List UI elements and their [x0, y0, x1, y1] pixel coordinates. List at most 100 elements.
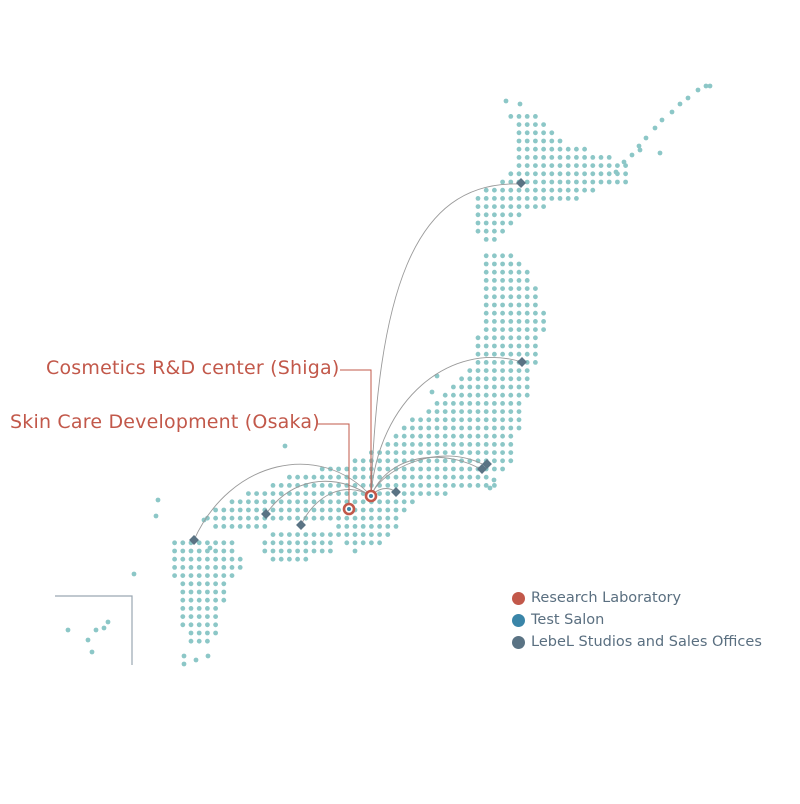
- land-dot: [492, 294, 497, 300]
- land-dot: [492, 204, 497, 210]
- land-dot: [467, 384, 473, 390]
- land-dot: [319, 499, 325, 505]
- land-dot: [229, 540, 235, 546]
- land-dot: [188, 573, 194, 578]
- land-dot: [492, 253, 497, 259]
- land-dot: [442, 450, 448, 455]
- land-dot: [483, 253, 489, 259]
- land-dot: [524, 146, 530, 152]
- land-dot: [500, 368, 505, 373]
- land-dot: [500, 351, 505, 357]
- land-dot: [172, 556, 178, 562]
- land-dot: [303, 556, 309, 562]
- land-dot: [319, 515, 325, 521]
- land-dot: [492, 392, 497, 398]
- land-dot: [500, 278, 505, 283]
- land-dot: [483, 417, 489, 423]
- land-dot: [459, 433, 464, 439]
- land-dot: [442, 458, 448, 464]
- land-dot: [533, 146, 538, 152]
- island-dot: [282, 443, 288, 449]
- land-dot: [303, 532, 309, 537]
- land-dot: [213, 630, 219, 636]
- land-dot: [483, 409, 489, 414]
- land-dot: [401, 450, 407, 455]
- land-dot: [492, 187, 497, 193]
- land-dot: [229, 548, 235, 554]
- land-dot: [533, 122, 538, 127]
- land-dot: [467, 466, 473, 472]
- land-dot: [434, 409, 440, 414]
- land-dot: [483, 483, 489, 488]
- land-dot: [574, 187, 579, 193]
- land-dot: [467, 425, 473, 431]
- land-dot: [205, 540, 210, 546]
- land-dot: [500, 450, 505, 455]
- land-dot: [410, 450, 415, 455]
- land-dot: [475, 417, 481, 423]
- land-dot: [508, 376, 514, 382]
- land-dot: [393, 458, 399, 464]
- land-dot: [303, 474, 309, 480]
- land-dot: [508, 278, 514, 283]
- island-dot: [85, 637, 91, 643]
- land-dot: [360, 474, 366, 480]
- land-dot: [336, 532, 341, 537]
- land-dot: [311, 499, 317, 505]
- land-dot: [524, 343, 530, 349]
- connection-arc: [193, 463, 372, 541]
- land-dot: [352, 466, 358, 472]
- land-dot: [508, 187, 514, 193]
- island-dot: [669, 109, 675, 115]
- legend-label-research: Research Laboratory: [531, 590, 682, 606]
- land-dot: [524, 114, 530, 119]
- land-dot: [500, 466, 505, 472]
- land-dot: [270, 499, 276, 505]
- land-dot: [352, 515, 358, 521]
- land-dot: [516, 392, 522, 398]
- land-dot: [483, 278, 489, 283]
- land-dot: [492, 483, 497, 488]
- land-dot: [516, 163, 522, 169]
- land-dot: [467, 376, 473, 382]
- land-dot: [336, 524, 341, 529]
- island-dot: [131, 571, 137, 577]
- island-dot: [685, 95, 691, 101]
- land-dot: [188, 565, 194, 570]
- land-dot: [549, 163, 555, 169]
- land-dot: [213, 581, 219, 587]
- land-dot: [262, 491, 268, 496]
- land-dot: [508, 433, 514, 439]
- land-dot: [418, 442, 423, 447]
- land-dot: [590, 179, 596, 185]
- land-dot: [311, 483, 317, 488]
- land-dot: [205, 597, 210, 603]
- land-dot: [467, 409, 473, 414]
- land-dot: [344, 491, 350, 496]
- land-dot: [434, 433, 440, 439]
- land-dot: [516, 335, 522, 341]
- land-dot: [344, 532, 350, 537]
- land-dot: [196, 638, 202, 644]
- land-dot: [377, 458, 382, 464]
- land-dot: [270, 540, 276, 546]
- land-dot: [508, 286, 514, 291]
- land-dot: [221, 515, 227, 521]
- connection-arc: [370, 357, 523, 497]
- land-dot: [516, 122, 522, 127]
- land-dot: [213, 614, 219, 619]
- office-marker-icon: [512, 635, 525, 649]
- land-dot: [508, 302, 514, 308]
- land-dot: [295, 540, 300, 546]
- land-dot: [492, 327, 497, 332]
- land-dot: [492, 401, 497, 406]
- land-dot: [483, 310, 489, 316]
- land-dot: [533, 204, 538, 210]
- land-dot: [574, 179, 579, 185]
- land-dot: [352, 532, 358, 537]
- land-dot: [516, 155, 522, 160]
- land-dot: [508, 384, 514, 390]
- salon-marker-icon: [347, 507, 351, 511]
- land-dot: [205, 606, 210, 611]
- land-dot: [287, 507, 292, 513]
